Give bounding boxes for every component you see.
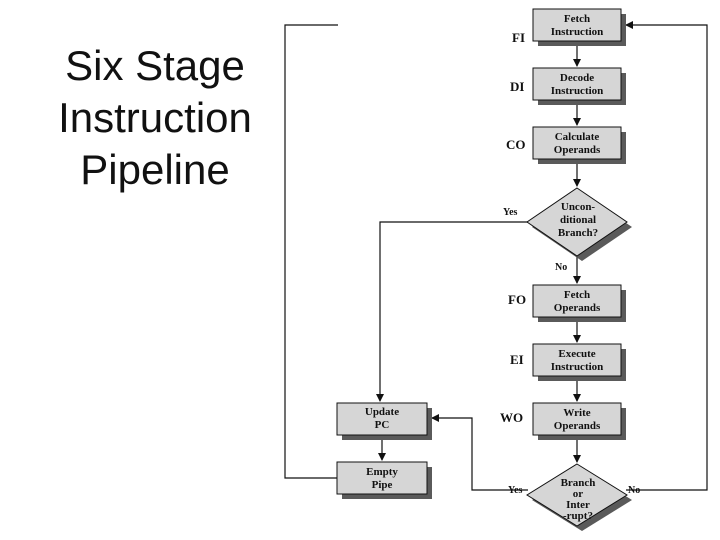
fetch-instruction-box: Fetch Instruction <box>532 8 626 46</box>
unconditional-branch-line-2: ditional <box>560 214 596 226</box>
empty-pipe-box: Empty Pipe <box>336 461 432 499</box>
title-line-3: Pipeline <box>80 146 230 193</box>
stage-label-ei: EI <box>510 352 524 367</box>
stage-label-fi: FI <box>512 30 525 45</box>
calculate-operands-box: Calculate Operands <box>532 126 626 164</box>
decode-instruction-line-2: Instruction <box>551 85 604 97</box>
stage-label-fo: FO <box>508 292 526 307</box>
fetch-operands-line-2: Operands <box>554 302 601 314</box>
stage-label-di: DI <box>510 79 524 94</box>
update-pc-box: Update PC <box>336 402 432 440</box>
flow-connectors <box>284 21 708 491</box>
decode-instruction-box: Decode Instruction <box>532 67 626 105</box>
calculate-operands-line-2: Operands <box>554 144 601 156</box>
fetch-instruction-line-1: Fetch <box>564 13 590 25</box>
slide-title: Six Stage Instruction Pipeline <box>30 40 280 196</box>
fetch-operands-box: Fetch Operands <box>532 284 626 322</box>
flow-label-yes-interrupt: Yes <box>508 485 523 496</box>
execute-instruction-box: Execute Instruction <box>532 343 626 381</box>
unconditional-branch-decision: Uncon- ditional Branch? <box>526 187 632 261</box>
stage-label-wo: WO <box>500 410 523 425</box>
flow-label-no-unconditional: No <box>555 262 567 273</box>
stage-label-co: CO <box>506 137 526 152</box>
branch-or-interrupt-decision: Branch or Inter -rupt? <box>526 463 632 531</box>
branch-interrupt-line-4: -rupt? <box>563 510 593 522</box>
write-operands-line-2: Operands <box>554 420 601 432</box>
unconditional-branch-line-3: Branch? <box>558 227 598 239</box>
title-line-2: Instruction <box>58 94 252 141</box>
write-operands-line-1: Write <box>563 407 590 419</box>
calculate-operands-line-1: Calculate <box>555 131 600 143</box>
title-line-1: Six Stage <box>65 42 245 89</box>
flow-label-yes-unconditional: Yes <box>503 207 518 218</box>
update-pc-line-1: Update <box>365 406 399 418</box>
empty-pipe-line-1: Empty <box>366 466 398 478</box>
update-pc-line-2: PC <box>375 419 390 431</box>
empty-pipe-line-2: Pipe <box>372 479 393 491</box>
decode-instruction-line-1: Decode <box>560 72 594 84</box>
branch-interrupt-line-1: Branch <box>561 477 596 489</box>
branch-interrupt-line-3: Inter <box>566 499 590 511</box>
unconditional-branch-line-1: Uncon- <box>561 201 596 213</box>
write-operands-box: Write Operands <box>532 402 626 440</box>
execute-instruction-line-2: Instruction <box>551 361 604 373</box>
execute-instruction-line-1: Execute <box>558 348 595 360</box>
fetch-instruction-line-2: Instruction <box>551 26 604 38</box>
fetch-operands-line-1: Fetch <box>564 289 590 301</box>
flow-label-no-interrupt: No <box>628 485 640 496</box>
branch-interrupt-line-2: or <box>573 488 584 500</box>
